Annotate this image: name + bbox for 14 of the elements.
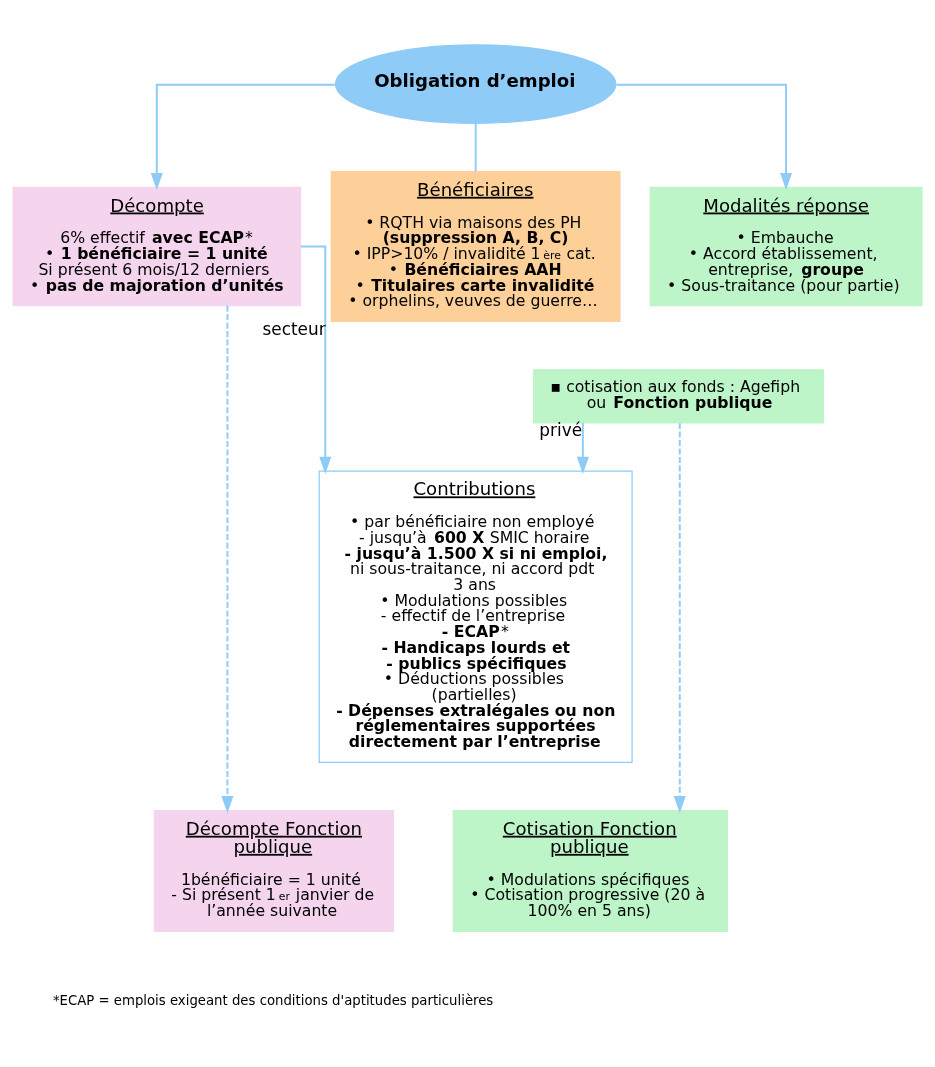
node-box: Modalités réponse • Embauche • Accord établissement, entreprise, groupe • Sous-traitance (pour partie)	[649, 186, 923, 306]
label: *ECAP = emplois exigeant des conditions d'aptitudes particulières	[52, 992, 494, 1008]
node-ellipse: Obligation d’emploi	[334, 43, 617, 124]
arrow	[673, 421, 686, 813]
arrow	[221, 304, 234, 813]
node-box: Contributions • par bénéficiaire non employé - jusqu’à 600 X SMIC horaire - jusqu’à 1.500 X si ni emploi, ni sous-traitance, ni accord pdt 3 ans • Modulations possibles - effectif de l’entreprise - ECAP* - Handicaps lourds et - publics spécifiques • Déductions possibles (partielles) - Dépenses extralégales ou non réglementaires supportées directement par l’entreprise	[318, 470, 633, 763]
arrow	[576, 421, 589, 474]
arrow	[299, 245, 332, 474]
edge-label: secteur	[262, 318, 326, 339]
arrow	[615, 83, 793, 190]
node-box: Cotisation Fonction publique • Modulations spécifiques • Cotisation progressive (20 à 100% en 5 ans)	[452, 809, 729, 932]
arrow	[150, 83, 336, 190]
node-box: Décompte 6% effectif avec ECAP* • 1 bénéficiaire = 1 unité Si présent 6 mois/12 derniers • pas de majoration d’unités	[12, 186, 302, 306]
connector	[474, 121, 477, 172]
